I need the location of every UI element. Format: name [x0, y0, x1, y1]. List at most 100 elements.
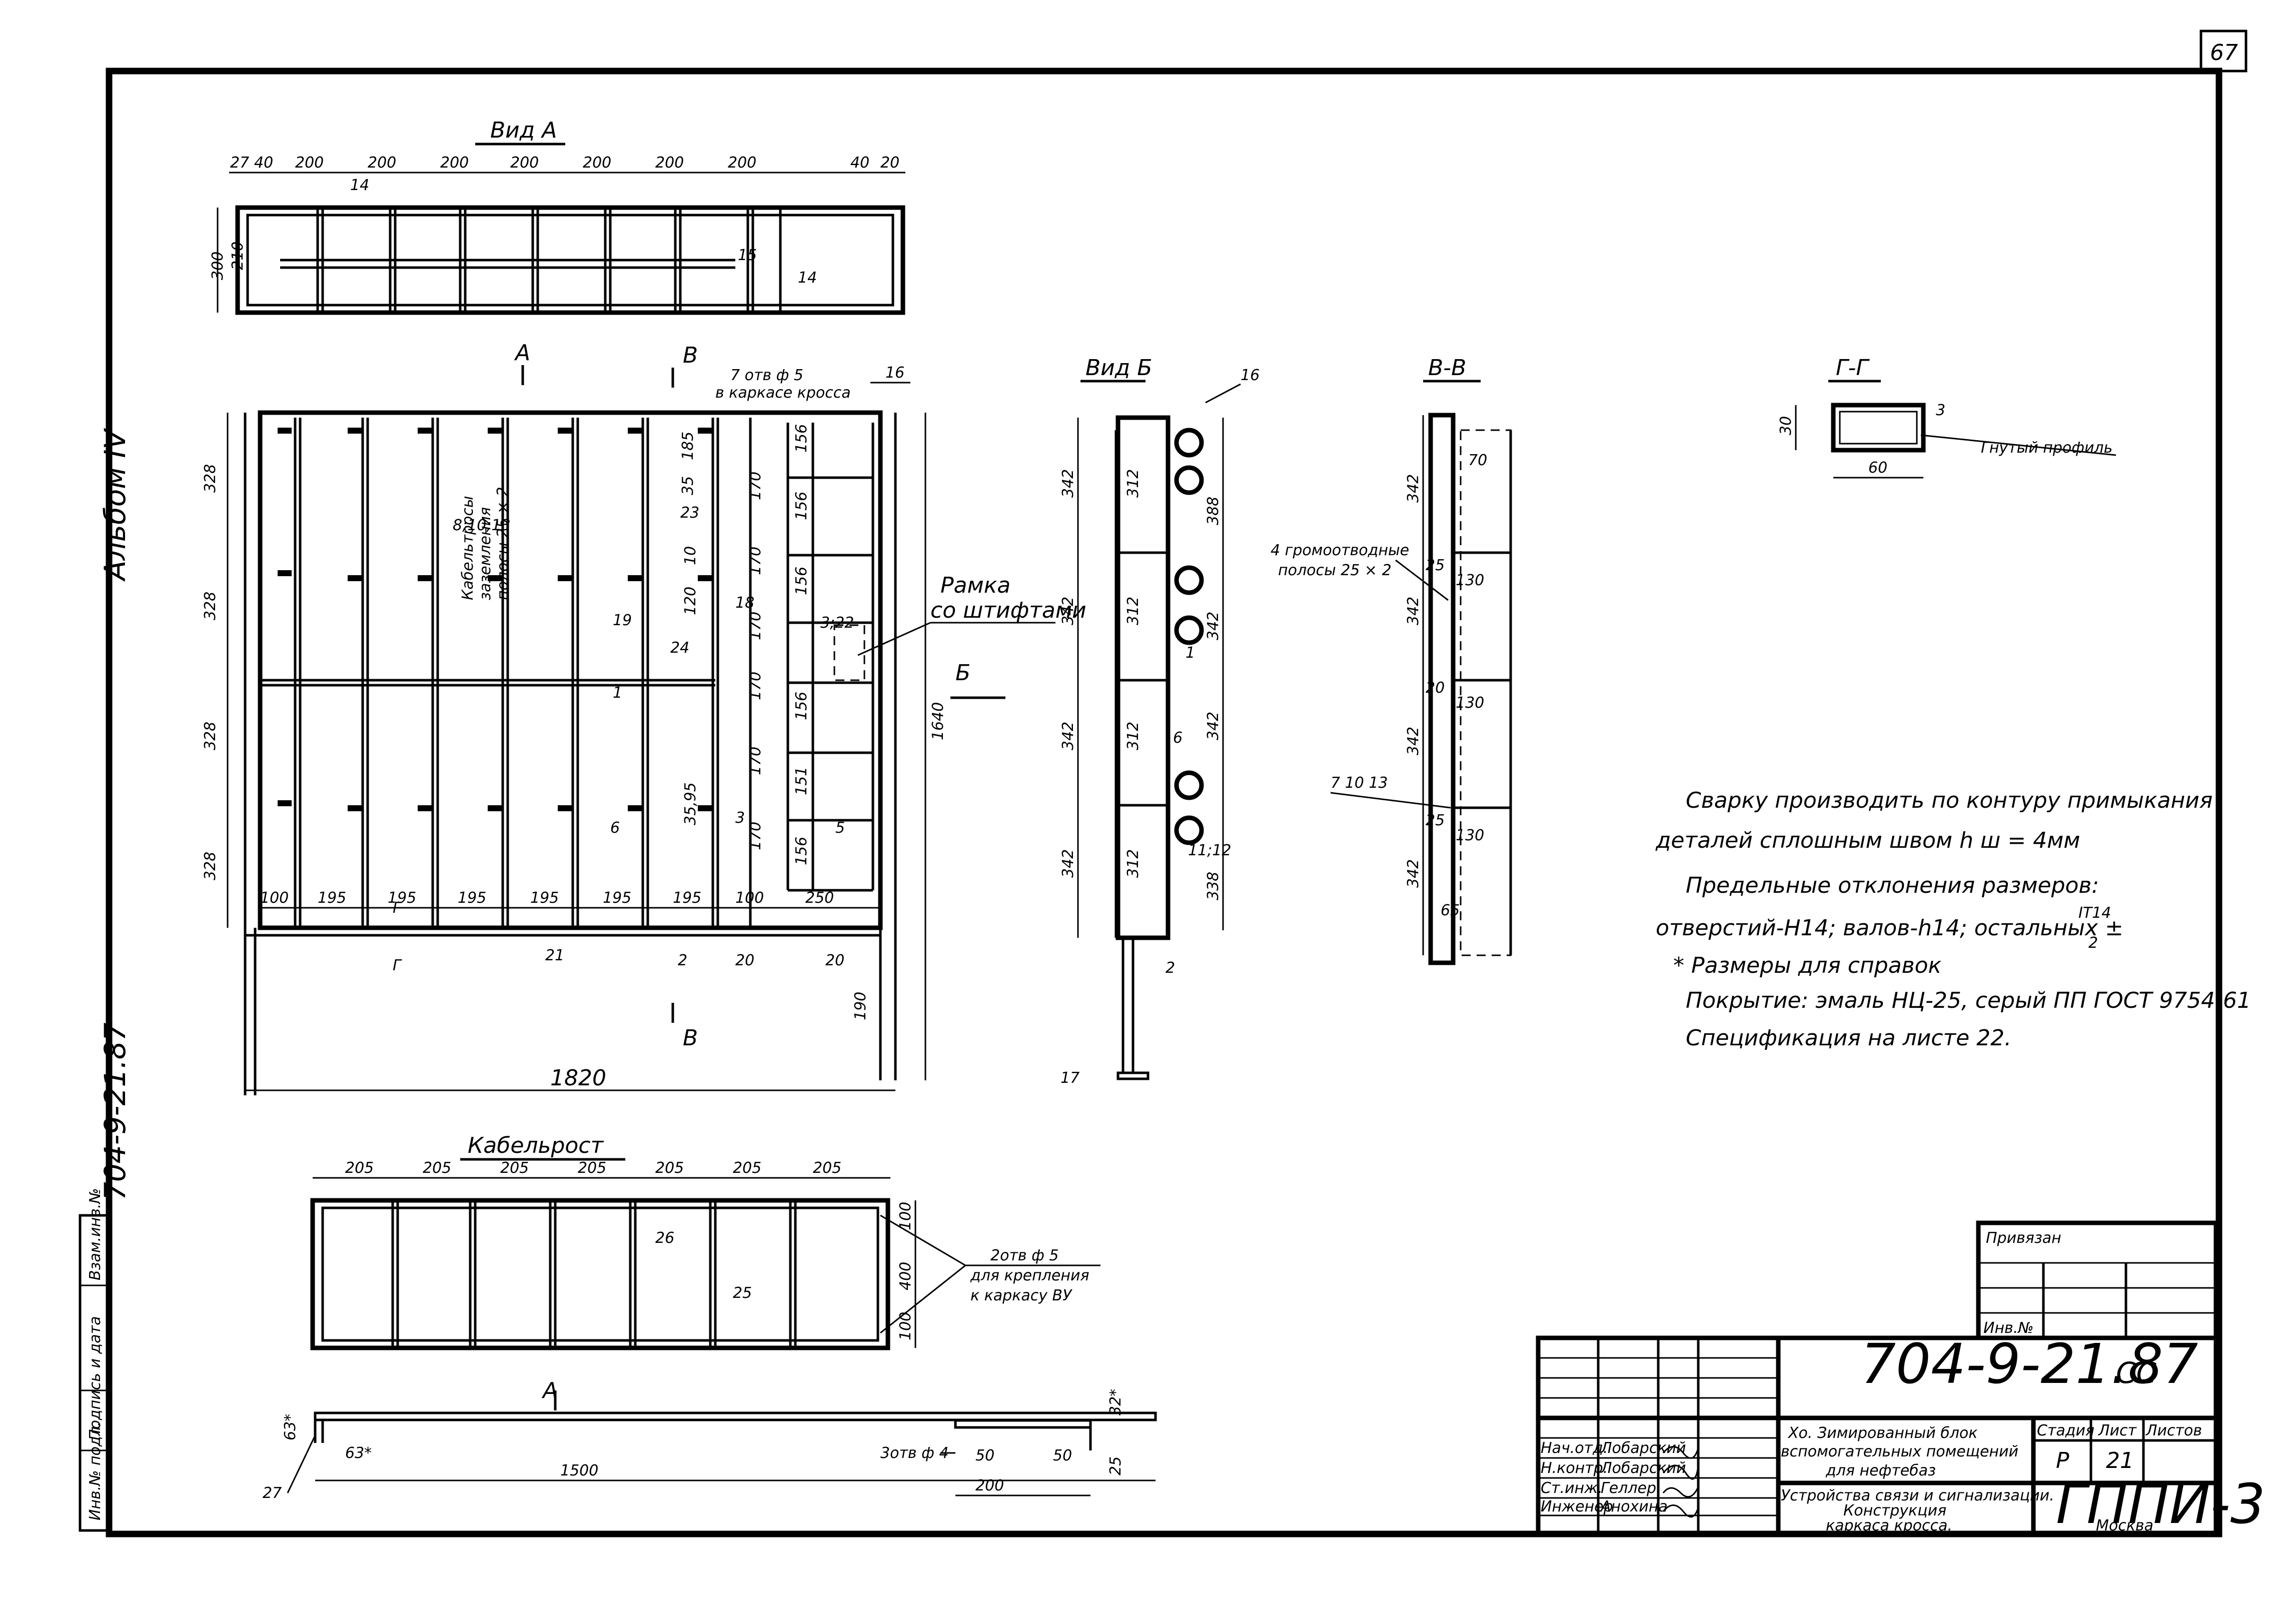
- svg-text:312: 312: [1124, 849, 1142, 878]
- name-1: Лобарский: [1600, 1439, 1686, 1457]
- rack-holes-1: 2отв ф 5: [990, 1247, 1058, 1264]
- sheet-title-2: Конструкция: [1843, 1502, 1946, 1519]
- svg-text:200: 200: [583, 154, 611, 172]
- svg-text:342: 342: [1059, 597, 1077, 625]
- name-4: Анохина: [1600, 1498, 1668, 1515]
- svg-text:1: 1: [1186, 644, 1195, 662]
- svg-text:50: 50: [1053, 1447, 1072, 1464]
- svg-text:342: 342: [1405, 727, 1422, 755]
- sheet-value: 21: [2106, 1448, 2134, 1473]
- svg-text:312: 312: [1124, 469, 1142, 498]
- section-vv-title: В-В: [1428, 355, 1466, 381]
- page-number-box: [2199, 30, 2247, 73]
- svg-text:200: 200: [368, 154, 396, 172]
- cell-dims: 156 170 170 156 170 156 170 156 170 151 …: [747, 424, 810, 865]
- svg-text:210: 210: [229, 242, 247, 270]
- svg-text:20: 20: [825, 952, 844, 969]
- note-6: Покрытие: эмаль НЦ-25, серый ПП ГОСТ 975…: [1686, 988, 2251, 1013]
- side-stamp-2: Подпись и дата: [87, 1316, 104, 1441]
- svg-text:170: 170: [747, 747, 764, 775]
- privyazan: Привязан: [1986, 1229, 2061, 1247]
- svg-text:65: 65: [1441, 902, 1460, 919]
- svg-text:312: 312: [1124, 597, 1142, 625]
- svg-text:250: 250: [805, 889, 834, 907]
- note-2: деталей сплошным швом h ш = 4мм: [1655, 828, 2080, 853]
- doc-code: 704-9-21.87: [1861, 1332, 2198, 1396]
- studs: [278, 428, 712, 811]
- svg-text:342: 342: [1205, 712, 1222, 740]
- outer-frame: [106, 68, 2222, 1537]
- svg-text:23: 23: [680, 504, 699, 522]
- svg-text:200: 200: [728, 154, 756, 172]
- role-4: Инженер: [1541, 1498, 1613, 1515]
- svg-text:200: 200: [295, 154, 324, 172]
- svg-text:185: 185: [679, 432, 697, 460]
- svg-text:2: 2: [678, 952, 687, 969]
- stage-value: Р: [2056, 1448, 2069, 1473]
- svg-text:342: 342: [1059, 849, 1077, 878]
- svg-text:24: 24: [670, 639, 689, 657]
- note-5: * Размеры для справок: [1673, 953, 1942, 978]
- svg-text:200: 200: [440, 154, 469, 172]
- svg-text:3отв ф 4: 3отв ф 4: [880, 1444, 948, 1462]
- svg-text:26: 26: [655, 1229, 674, 1247]
- org-city: Москва: [2096, 1517, 2153, 1534]
- arrow-b-label: Б: [955, 660, 970, 686]
- svg-text:100: 100: [897, 1202, 914, 1230]
- svg-text:27: 27: [263, 1484, 282, 1502]
- svg-text:20: 20: [1426, 679, 1445, 697]
- svg-text:3: 3: [735, 809, 745, 827]
- project-title-1: Хо. Зимированный блок: [1787, 1424, 1977, 1442]
- svg-text:70: 70: [1468, 452, 1487, 469]
- svg-text:156: 156: [793, 837, 810, 865]
- svg-text:20: 20: [880, 154, 899, 172]
- overall-height: 1640: [929, 702, 947, 740]
- angle-detail: А 63* 63* 1500 27 3отв ф 4 32* 50 50 200…: [263, 1378, 1157, 1502]
- svg-text:156: 156: [793, 692, 810, 720]
- view-b-ducts: [1174, 428, 1204, 845]
- vv-note-1: 4 громоотводные: [1271, 542, 1409, 559]
- svg-text:200: 200: [975, 1477, 1004, 1494]
- svg-text:100: 100: [735, 889, 764, 907]
- sheets-label: Листов: [2145, 1422, 2202, 1439]
- role-3: Ст.инж.: [1541, 1479, 1603, 1497]
- name-2: Лобарский: [1600, 1459, 1686, 1477]
- cable-note-3: полосы 25 × 2: [494, 487, 512, 600]
- side-stamp-1: Инв.№ подл.: [87, 1422, 104, 1520]
- svg-text:195: 195: [318, 889, 346, 907]
- svg-text:195: 195: [388, 889, 416, 907]
- svg-text:205: 205: [813, 1159, 841, 1177]
- svg-text:32*: 32*: [1107, 1389, 1124, 1415]
- arrow-a-label: А: [514, 340, 530, 366]
- svg-text:170: 170: [747, 672, 764, 700]
- svg-text:205: 205: [345, 1159, 374, 1177]
- svg-text:195: 195: [603, 889, 631, 907]
- doc-suffix: СС: [2116, 1356, 2156, 1390]
- svg-text:60: 60: [1868, 459, 1887, 477]
- svg-text:170: 170: [747, 547, 764, 575]
- side-stamp: Инв.№ подл. Подпись и дата Взам.инв.№: [79, 1188, 111, 1532]
- svg-text:40: 40: [850, 154, 869, 172]
- sheet-title-1: Устройства связи и сигнализации.: [1781, 1487, 2054, 1504]
- svg-text:170: 170: [747, 612, 764, 640]
- svg-text:19: 19: [613, 612, 632, 629]
- svg-text:342: 342: [1059, 722, 1077, 750]
- name-3: Геллер: [1601, 1479, 1656, 1497]
- rack-holes-2: для крепления: [970, 1267, 1089, 1284]
- frame-note-2: со штифтами: [930, 598, 1086, 623]
- main-callouts: 8;10;13 23 10 120 18 3;22 19 24 1 6 35,9…: [393, 432, 854, 974]
- svg-text:25: 25: [733, 1284, 752, 1302]
- svg-text:6: 6: [610, 819, 620, 837]
- cable-note-1: Кабельтросы: [459, 496, 477, 600]
- svg-text:195: 195: [673, 889, 701, 907]
- left-dim-2: 328: [202, 592, 219, 620]
- svg-text:130: 130: [1456, 827, 1484, 844]
- inv-no: Инв.№: [1983, 1319, 2033, 1337]
- svg-text:3;22: 3;22: [820, 614, 854, 632]
- svg-text:388: 388: [1205, 497, 1222, 525]
- svg-text:Г: Г: [393, 957, 402, 974]
- svg-text:200: 200: [510, 154, 539, 172]
- view-b: Вид Б 342 342 342 342 312 312 312 312 38…: [1059, 355, 1260, 1087]
- view-a-pos-14: 14: [350, 177, 369, 194]
- view-a-title: Вид А: [490, 118, 557, 143]
